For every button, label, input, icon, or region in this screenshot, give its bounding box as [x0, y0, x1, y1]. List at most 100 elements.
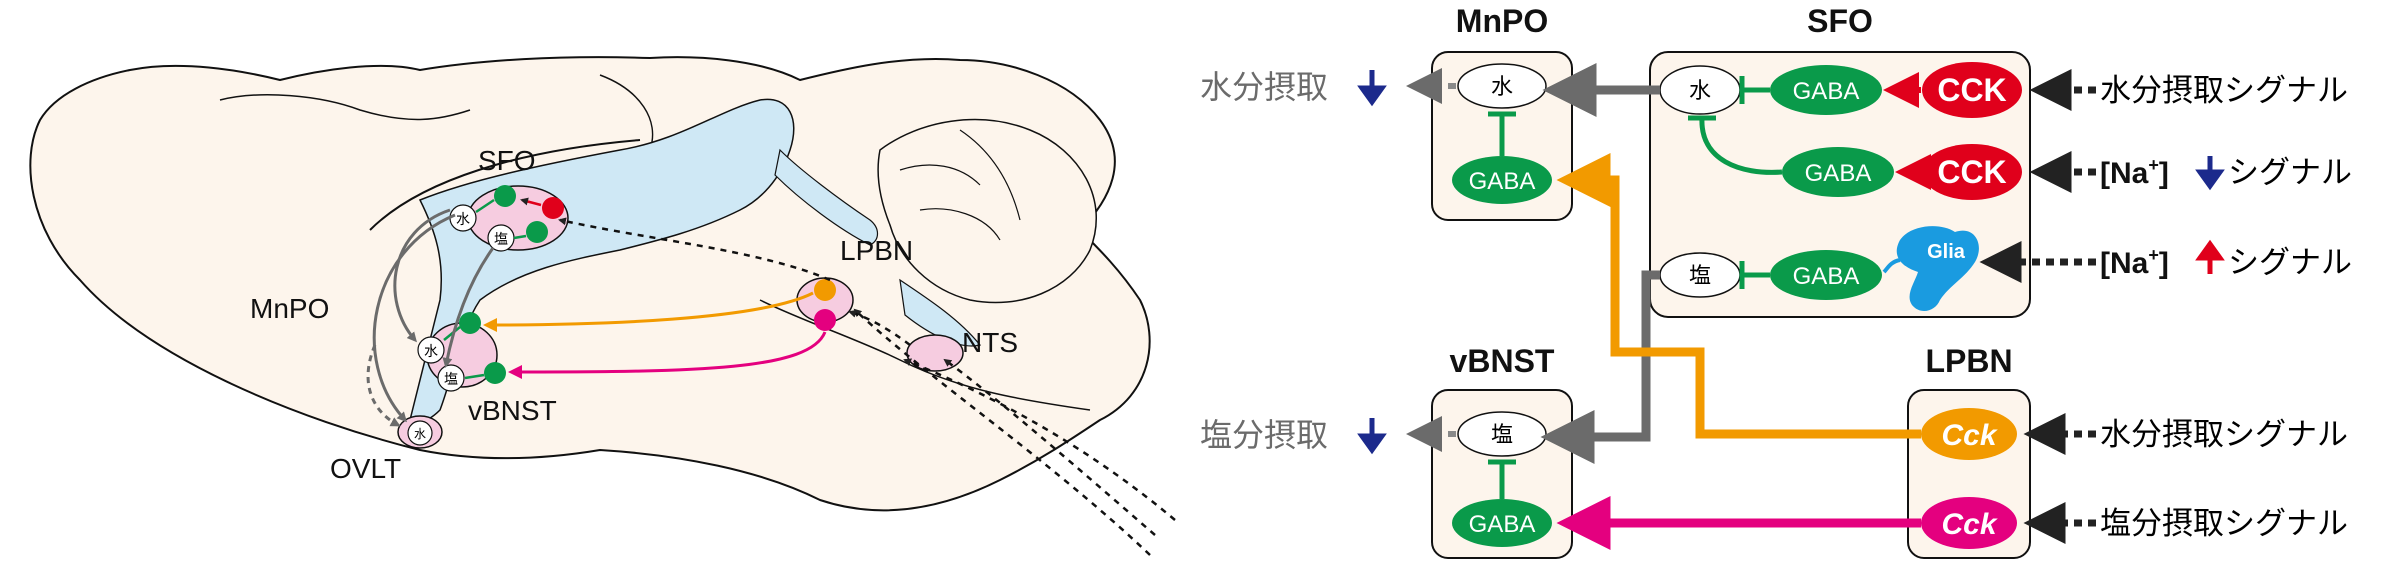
vbnst-gaba-inhibit — [1488, 459, 1516, 499]
na-sup: + — [2148, 155, 2159, 175]
vbnst-water-neuron — [417, 336, 445, 364]
up-arrow-icon — [2195, 239, 2225, 274]
vbnst-water-neuron-label: 水 — [424, 344, 438, 360]
sfo-water-neuron-label: 水 — [456, 212, 470, 228]
na-label: [Na — [2100, 157, 2149, 190]
mnpo-gaba-inhibit — [1488, 111, 1516, 156]
sfo-salt-neuron-label: 塩 — [1689, 264, 1711, 289]
input-to-sfo-dashed — [558, 217, 831, 282]
cerebellum-fold-3 — [959, 129, 1021, 221]
input-na-low-signal: シグナル — [2228, 155, 2352, 191]
lpbn-orange-to-mnpo-gaba — [1556, 153, 1921, 439]
brain-label-ovlt: OVLT — [330, 453, 401, 484]
na-close-2: ] — [2159, 247, 2169, 280]
sfo-to-vbnst-projection — [442, 247, 495, 368]
vbnst-gaba-inhibit-2 — [464, 373, 485, 380]
circuit-title-mnpo: MnPO — [1456, 3, 1548, 39]
sfo-gaba-neuron — [494, 185, 516, 207]
sfo-gaba-inhibit — [475, 198, 495, 214]
ventricle-4th — [899, 278, 982, 347]
mnpo-gaba-neuron — [1452, 156, 1552, 204]
brain-label-vbnst: vBNST — [468, 395, 557, 426]
ascending-input-dashed-1 — [943, 358, 1156, 536]
lpbn-to-vbnst-magenta — [508, 331, 827, 379]
sfo-to-mnpo-projection — [393, 208, 451, 343]
lpbn-orange-neuron — [814, 279, 836, 301]
na-close: ] — [2159, 157, 2169, 190]
circuit-title-sfo: SFO — [1807, 3, 1873, 39]
glia-label: Glia — [1927, 241, 1966, 263]
sfo-gaba-inhibit-2 — [513, 234, 527, 240]
vbnst-gaba-neuron-2 — [484, 362, 506, 384]
mnpo-water-neuron-label: 水 — [1491, 75, 1513, 100]
lpbn-cck-magenta — [1921, 497, 2017, 549]
input-salt-signal: 塩分摂取シグナル — [2100, 506, 2348, 542]
circuit-diagram: MnPO SFO vBNST LPBN 水 GABA 塩 GABA 水 塩 GA… — [1200, 3, 2352, 559]
sfo-cck-neuron — [542, 197, 564, 219]
ventricle-aqueduct — [774, 148, 879, 246]
sfo-cck-neuron-1-label: CCK — [1937, 72, 2006, 108]
vbnst-gaba-neuron-label: GABA — [1469, 511, 1536, 538]
sfo-gaba-neuron-3-label: GABA — [1793, 263, 1860, 290]
brain-outline — [29, 56, 1151, 512]
cerebellum-fold — [899, 164, 981, 186]
sfo-gaba2-inhibit-water — [1688, 115, 1783, 175]
output-water-intake: 水分摂取 — [1200, 68, 1328, 106]
sfo-gaba-neuron-1-label: GABA — [1793, 78, 1860, 105]
input-na-high-signal: シグナル — [2228, 245, 2352, 281]
brain-label-nts: NTS — [962, 327, 1018, 358]
circuit-title-vbnst: vBNST — [1450, 343, 1555, 379]
mnpo-to-ovlt-dashed — [366, 344, 401, 427]
input-water-signal-2: 水分摂取シグナル — [2100, 417, 2348, 453]
lpbn-magenta-neuron — [814, 309, 836, 331]
input-na-high: [Na+] — [2100, 245, 2169, 280]
sfo-cck-neuron-2-label: CCK — [1937, 154, 2006, 190]
sfo-cck-to-gaba — [520, 197, 542, 207]
sfo-salt-neuron-label: 塩 — [494, 232, 508, 248]
brain-label-lpbn: LPBN — [840, 235, 913, 266]
sfo-gaba3-inhibit-salt — [1739, 261, 1770, 289]
vbnst-gaba-neuron — [1452, 499, 1552, 547]
vbnst-salt-neuron-label: 塩 — [1491, 423, 1513, 448]
sfo-gaba-neuron-2 — [526, 221, 548, 243]
nts-region — [906, 334, 964, 372]
sfo-gaba-neuron-2 — [1782, 147, 1894, 197]
down-arrow-icon-3 — [2195, 156, 2225, 191]
vbnst-gaba-neuron — [459, 312, 481, 334]
cortex-fold-2 — [599, 74, 654, 151]
ventricle — [409, 98, 795, 423]
glia-cell — [1896, 226, 1979, 312]
brain-label-mnpo: MnPO — [250, 293, 329, 324]
sfo-gaba-neuron-2-label: GABA — [1805, 160, 1872, 187]
brainstem-outline — [759, 299, 1091, 411]
down-arrow-icon — [1357, 70, 1387, 107]
ovlt-water-neuron — [407, 420, 433, 446]
sfo-gaba1-inhibit-water — [1739, 76, 1770, 104]
lpbn-to-vbnst-orange — [483, 291, 814, 332]
corpus-callosum — [369, 139, 641, 231]
sfo-gaba-neuron-1 — [1770, 65, 1882, 115]
sfo-gaba-neuron-3 — [1770, 250, 1882, 300]
nts-to-lpbn-dashed — [848, 309, 911, 347]
sfo-cck-neuron-2 — [1922, 144, 2022, 200]
ovlt-water-neuron-label: 水 — [414, 427, 426, 441]
na-label-2: [Na — [2100, 247, 2149, 280]
brain-schematic: 水 塩 水 塩 水 — [29, 56, 1176, 556]
output-salt-intake: 塩分摂取 — [1200, 416, 1328, 454]
input-water-signal-1: 水分摂取シグナル — [2100, 73, 2348, 109]
brain-label-sfo: SFO — [478, 145, 536, 176]
sfo-cck-neuron-1 — [1922, 62, 2022, 118]
vbnst-salt-neuron-label: 塩 — [444, 372, 458, 388]
glia-to-gaba3 — [1882, 258, 1901, 274]
down-arrow-icon-2 — [1357, 418, 1387, 455]
cortex-fold — [219, 94, 471, 121]
lpbn-cck-orange — [1921, 408, 2017, 460]
ascending-input-dashed-2 — [903, 358, 1176, 521]
na-sup-2: + — [2148, 245, 2159, 265]
sfo-water-neuron-label: 水 — [1689, 79, 1711, 104]
ascending-input-dashed-3 — [853, 308, 1151, 556]
input-na-low: [Na+] — [2100, 155, 2169, 190]
lpbn-cck-orange-label: Cck — [1941, 419, 1997, 452]
circuit-title-lpbn: LPBN — [1925, 343, 2012, 379]
